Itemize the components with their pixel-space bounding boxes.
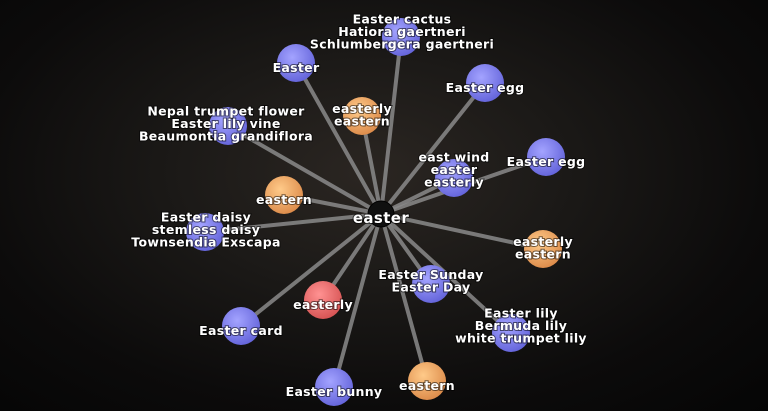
node-label-line: eastern bbox=[256, 192, 312, 207]
node-label-line: Easter Day bbox=[392, 279, 471, 294]
node-easter-card[interactable] bbox=[222, 307, 260, 345]
node-label-easter-egg-1: Easter egg bbox=[446, 80, 525, 95]
node-label-line: Easter Sunday bbox=[378, 267, 483, 282]
edge-easter bbox=[294, 61, 383, 216]
node-eastern-1[interactable] bbox=[265, 176, 303, 214]
node-label-line: eastern bbox=[399, 378, 455, 393]
node-label-line: easterly bbox=[513, 234, 573, 249]
node-label-line: Easter lily vine bbox=[171, 116, 280, 131]
node-label-line: Easter bbox=[273, 60, 320, 75]
nodes-layer bbox=[186, 18, 565, 406]
edge-eastern-2 bbox=[379, 212, 429, 383]
node-label-easter: Easter bbox=[273, 60, 320, 75]
node-label-line: Beaumontia grandiflora bbox=[139, 129, 313, 144]
node-label-line: Hatiora gaertneri bbox=[338, 24, 466, 39]
node-label-line: Easter daisy bbox=[161, 210, 251, 225]
node-label-line: Easter lily bbox=[484, 306, 558, 321]
center-node[interactable]: easter bbox=[352, 200, 410, 228]
node-easterly-eastern-2[interactable] bbox=[524, 230, 562, 268]
node-label-easterly-adv: easterly bbox=[293, 297, 353, 312]
node-label-line: white trumpet lily bbox=[455, 331, 587, 346]
node-label-line: Bermuda lily bbox=[475, 318, 567, 333]
node-easter[interactable] bbox=[277, 44, 315, 82]
node-nepal-trumpet[interactable] bbox=[209, 107, 247, 145]
node-easter-egg-1[interactable] bbox=[466, 64, 504, 102]
node-label-line: Townsendia Exscapa bbox=[131, 235, 280, 250]
node-label-line: Easter egg bbox=[507, 154, 586, 169]
edge-easter-cactus bbox=[379, 35, 403, 216]
node-label-line: eastern bbox=[515, 246, 571, 261]
node-label-line: Easter bunny bbox=[286, 384, 383, 399]
node-easter-daisy[interactable] bbox=[186, 213, 224, 251]
node-label-line: stemless daisy bbox=[152, 222, 260, 237]
node-label-easter-egg-2: Easter egg bbox=[507, 154, 586, 169]
node-easter-cactus[interactable] bbox=[382, 18, 420, 56]
node-easter-egg-2[interactable] bbox=[527, 138, 565, 176]
edge-nepal-trumpet bbox=[226, 124, 383, 216]
node-label-line: Easter cactus bbox=[353, 12, 452, 27]
node-easter-sunday[interactable] bbox=[412, 265, 450, 303]
node-label-eastern-1: eastern bbox=[256, 192, 312, 207]
node-easter-lily[interactable] bbox=[492, 314, 530, 352]
node-label-line: Nepal trumpet flower bbox=[147, 104, 305, 119]
node-easter-bunny[interactable] bbox=[315, 368, 353, 406]
center-node-label: easter bbox=[353, 209, 410, 227]
center-node-circle[interactable] bbox=[367, 200, 395, 228]
node-easterly-eastern-1[interactable] bbox=[343, 97, 381, 135]
edge-easterly-eastern-2 bbox=[379, 212, 545, 251]
edge-easter-egg-1 bbox=[379, 81, 487, 216]
node-label-easter-bunny: Easter bunny bbox=[286, 384, 383, 399]
node-label-eastern-2: eastern bbox=[399, 378, 455, 393]
node-label-line: easterly bbox=[293, 297, 353, 312]
edge-easter-card bbox=[239, 212, 383, 328]
node-label-line: easterly bbox=[424, 175, 484, 190]
node-label-line: Easter egg bbox=[446, 80, 525, 95]
node-label-line: east wind bbox=[418, 150, 489, 165]
node-label-easter-card: Easter card bbox=[199, 323, 283, 338]
node-label-line: eastern bbox=[334, 113, 390, 128]
node-label-line: easterly bbox=[332, 101, 392, 116]
edge-easter-daisy bbox=[203, 212, 383, 234]
node-label-line: easter bbox=[431, 162, 478, 177]
node-label-line: Easter card bbox=[199, 323, 283, 338]
node-label-line: Schlumbergera gaertneri bbox=[310, 37, 494, 52]
node-east-wind[interactable] bbox=[435, 159, 473, 197]
node-easterly-adv[interactable] bbox=[304, 281, 342, 319]
edge-easter-bunny bbox=[332, 212, 383, 389]
node-eastern-2[interactable] bbox=[408, 362, 446, 400]
